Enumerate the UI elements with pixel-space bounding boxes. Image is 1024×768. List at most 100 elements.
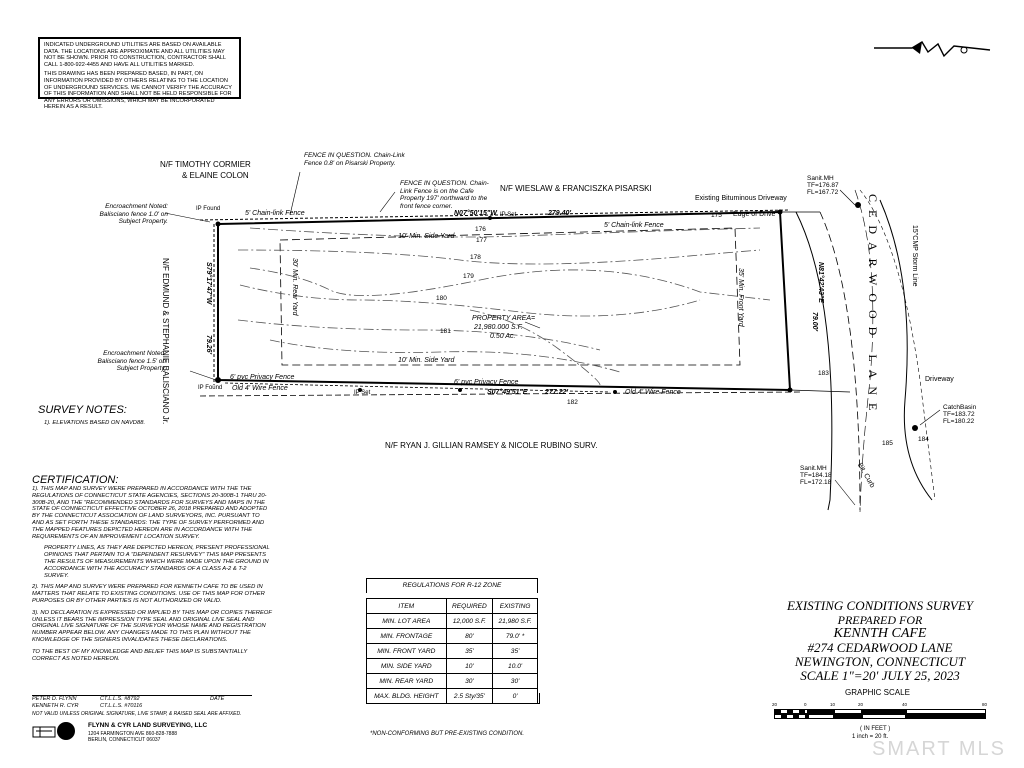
cell: 35' xyxy=(492,643,538,659)
north-distance: 279.40' xyxy=(548,210,572,217)
contour-label-176: 176 xyxy=(475,226,486,233)
not-valid-note: NOT VALID UNLESS ORIGINAL SIGNATURE, LIV… xyxy=(32,711,242,717)
property-area-line-2: 21,980.000 S.F. xyxy=(474,324,523,331)
ip-set-label-2: IP Set xyxy=(354,390,371,396)
survey-notes-title: SURVEY NOTES: xyxy=(38,404,127,416)
certification-title: CERTIFICATION: xyxy=(32,474,119,486)
title-line-2: PREPARED FOR xyxy=(837,613,923,627)
side-yard-bottom-label: 10' Min. Side Yard xyxy=(398,357,455,364)
disclaimer-paragraph-2: THIS DRAWING HAS BEEN PREPARED BASED, IN… xyxy=(44,71,232,111)
cell: MIN. FRONT YARD xyxy=(366,643,447,659)
header-existing: EXISTING xyxy=(492,598,538,614)
catch-basin-label: CatchBasin TF=183.72 FL=180.22 xyxy=(943,404,977,425)
cell: 30' xyxy=(445,673,494,689)
setback-lines xyxy=(279,227,741,366)
east-bearing: N81°42'43"E xyxy=(817,262,824,303)
scale-tick-label: 20 xyxy=(772,702,778,707)
cell: MIN. LOT AREA xyxy=(366,613,447,629)
cell: 30' xyxy=(492,673,538,689)
scale-inch-equals: 1 inch = 20 ft. xyxy=(852,734,889,740)
cell: 12,000 S.F. xyxy=(445,613,494,629)
road-name-label: CEDARWOOD LANE xyxy=(866,194,880,419)
encroachment-note-2: Encroachment Noted: Balisciano fence 1.5… xyxy=(97,350,166,372)
privacy-fence-label-2: 6' pvc Privacy Fence xyxy=(454,379,519,386)
scale-tick-label: 80 xyxy=(982,702,988,707)
property-boundary xyxy=(217,210,792,392)
nf-ramsey-label: N/F RYAN J. GILLIAN RAMSEY & NICOLE RUBI… xyxy=(385,441,598,450)
driveway-label: Driveway xyxy=(925,376,954,383)
storm-line-label: 15"CMP Storm Line xyxy=(911,225,918,287)
cell: MIN. FRONTAGE xyxy=(366,628,447,644)
scale-tick-label: 0 xyxy=(804,702,807,707)
title-line-6: SCALE 1"=20' JULY 25, 2023 xyxy=(800,668,960,683)
scale-tick-label: 10 xyxy=(830,702,836,707)
cell: 10' xyxy=(445,658,494,674)
smart-mls-watermark: SMART MLS xyxy=(872,738,1006,760)
regulations-footnote: *NON-CONFORMING BUT PRE-EXISTING CONDITI… xyxy=(370,731,525,737)
contour-label-178: 178 xyxy=(470,254,481,261)
property-area-line-3: 0.50 Ac. xyxy=(490,333,516,340)
title-line-3: KENNTH CAFE xyxy=(833,626,927,641)
scale-tick-label: 40 xyxy=(902,702,908,707)
scale-in-feet: ( IN FEET ) xyxy=(860,726,891,732)
signer-2-name: KENNETH R. CYR xyxy=(32,703,79,709)
date-label: DATE xyxy=(210,696,225,702)
north-arrow-icon xyxy=(874,41,991,58)
chain-link-fence-label: 5' Chain-link Fence xyxy=(245,210,305,217)
cell: MIN. REAR YARD xyxy=(366,673,447,689)
graphic-scale-bar: 20 0 10 20 40 80 xyxy=(772,702,990,722)
survey-notes-item-1: 1). ELEVATIONS BASED ON NAVD88. xyxy=(44,420,146,426)
north-bearing: N07°50'15"W xyxy=(454,210,497,217)
cell: 79.0' * xyxy=(492,628,538,644)
cell: 80' xyxy=(445,628,494,644)
cell: 10.0' xyxy=(492,658,538,674)
ip-found-label-2: IP Found xyxy=(198,385,223,391)
contour-label-185: 185 xyxy=(882,440,893,447)
contour-label-181: 181 xyxy=(440,328,451,335)
ip-set-label-1: IP Set xyxy=(500,212,517,218)
privacy-fence-label: 6' pvc Privacy Fence xyxy=(230,374,295,381)
wire-fence-label: Old 4' Wire Fence xyxy=(232,385,288,392)
sanit-mh-top-label: Sanit.MH TF=176.87 FL=167.72 xyxy=(807,175,839,196)
certification-item-3: 3). NO DECLARATION IS EXPRESSED OR IMPLI… xyxy=(32,609,272,643)
nf-pisarski-label: N/F WIESLAW & FRANCISZKA PISARSKI xyxy=(500,184,652,193)
title-line-1: EXISTING CONDITIONS SURVEY xyxy=(786,598,974,613)
cell: 35' xyxy=(445,643,494,659)
header-required: REQUIRED xyxy=(445,598,494,614)
contour-label-180: 180 xyxy=(436,295,447,302)
contour-label-183: 183 xyxy=(818,370,829,377)
firm-name: FLYNN & CYR LAND SURVEYING, LLC xyxy=(88,722,208,729)
fence-question-note-1: FENCE IN QUESTION. Chain-Link Fence 0.8'… xyxy=(304,152,405,167)
disclaimer-paragraph-1: INDICATED UNDERGROUND UTILITIES ARE BASE… xyxy=(44,42,226,68)
south-bearing: S07°49'51"E xyxy=(487,389,528,396)
wire-fence-label-2: Old 4' Wire Fence xyxy=(625,389,681,396)
signer-1-license: CT.L.L.S. #8792 xyxy=(100,696,140,702)
encroachment-note-1: Encroachment Noted: Balisciano fence 1.0… xyxy=(99,203,168,225)
property-area-line-1: PROPERTY AREA= xyxy=(472,315,536,322)
firm-address-1: 1204 FARMINGTON AVE 860-828-7888 xyxy=(88,731,178,737)
signer-2-license: CT.L.L.S. #70116 xyxy=(100,703,143,709)
certification-item-2: 2). THIS MAP AND SURVEY WERE PREPARED FO… xyxy=(32,584,265,604)
fence-question-note-2: FENCE IN QUESTION. Chain-Link Fence is o… xyxy=(400,180,489,210)
certification-item-1: 1). THIS MAP AND SURVEY WERE PREPARED IN… xyxy=(32,486,268,540)
signer-1-name: PETER D. FLYNN xyxy=(32,696,77,702)
west-bearing: S79°17'47"W xyxy=(205,262,212,305)
firm-logo-icon xyxy=(32,722,75,740)
existing-driveway-label: Existing Bituminous Driveway xyxy=(695,195,787,202)
certification-item-1b: PROPERTY LINES, AS THEY ARE DEPICTED HER… xyxy=(44,545,270,579)
regulations-title: REGULATIONS FOR R-12 ZONE xyxy=(366,578,538,593)
utilities-disclaimer-box: INDICATED UNDERGROUND UTILITIES ARE BASE… xyxy=(38,37,241,110)
graphic-scale-title: GRAPHIC SCALE xyxy=(845,688,910,697)
contour-label-175: 175 xyxy=(711,212,722,219)
cell: 21,980 S.F. xyxy=(492,613,538,629)
contour-lines xyxy=(237,227,771,386)
contour-label-182: 182 xyxy=(567,399,578,406)
scale-tick-label: 20 xyxy=(858,702,864,707)
ip-found-label-1: IP Found xyxy=(196,206,221,212)
firm-address-2: BERLIN, CONNECTICUT 06037 xyxy=(88,737,161,743)
